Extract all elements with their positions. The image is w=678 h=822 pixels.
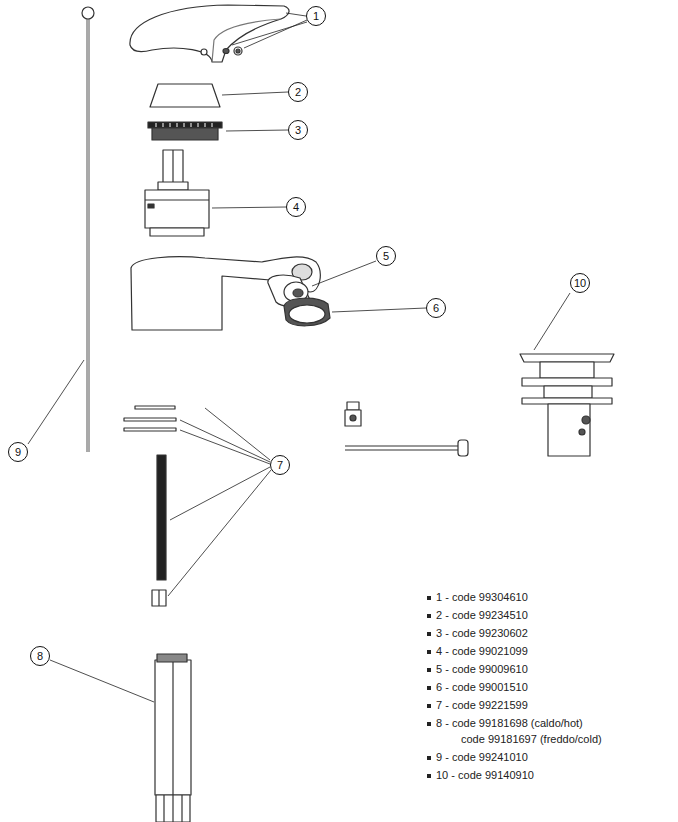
callout-number: 10 xyxy=(574,278,586,289)
list-bullet xyxy=(427,704,431,708)
lever-handle xyxy=(130,5,289,62)
list-bullet xyxy=(427,596,431,600)
part-code: 9 - code 99241010 xyxy=(436,751,528,764)
ring-nut xyxy=(148,122,222,128)
pop-up-waste xyxy=(520,354,614,362)
list-bullet xyxy=(427,668,431,672)
part-code: 10 - code 99140910 xyxy=(436,769,534,782)
callout-circle: 2 xyxy=(288,82,308,102)
list-bullet xyxy=(427,756,431,760)
cap xyxy=(150,84,220,107)
callout-number: 2 xyxy=(295,87,301,98)
callout-circle: 6 xyxy=(426,298,446,318)
callout-number: 4 xyxy=(293,202,299,213)
callout-circle: 10 xyxy=(570,273,590,293)
callout-circle: 9 xyxy=(8,442,28,462)
pivot-nut xyxy=(347,402,359,410)
part-code: 7 - code 99221599 xyxy=(436,699,528,712)
aerator-ring xyxy=(284,298,330,326)
screw-hole xyxy=(201,49,207,55)
part-code: 8 - code 99181698 (caldo/hot) xyxy=(436,717,583,730)
part-code: 6 - code 99001510 xyxy=(436,681,528,694)
part-code: 1 - code 99304610 xyxy=(436,591,528,604)
callout-circle: 3 xyxy=(288,120,308,140)
list-bullet xyxy=(427,774,431,778)
callout-circle: 7 xyxy=(270,455,290,475)
list-bullet xyxy=(427,632,431,636)
list-bullet xyxy=(427,614,431,618)
cartridge xyxy=(163,150,183,184)
part-code: 5 - code 99009610 xyxy=(436,663,528,676)
callout-number: 6 xyxy=(433,303,439,314)
callout-circle: 5 xyxy=(376,246,396,266)
callout-number: 8 xyxy=(37,651,43,662)
callout-circle: 8 xyxy=(30,646,50,666)
list-bullet xyxy=(427,686,431,690)
callout-number: 1 xyxy=(313,11,319,22)
callout-number: 9 xyxy=(15,447,21,458)
callout-number: 3 xyxy=(295,125,301,136)
callout-number: 5 xyxy=(383,251,389,262)
part-code: 4 - code 99021099 xyxy=(436,645,528,658)
part-code: 2 - code 99234510 xyxy=(436,609,528,622)
rod-knob xyxy=(82,7,94,19)
callout-circle: 4 xyxy=(286,197,306,217)
list-bullet xyxy=(427,650,431,654)
callout-number: 7 xyxy=(277,460,283,471)
threaded-stud xyxy=(157,455,166,580)
list-bullet xyxy=(427,722,431,726)
callout-circle: 1 xyxy=(306,6,326,26)
nut xyxy=(152,590,166,606)
part-code: 3 - code 99230602 xyxy=(436,627,528,640)
flex-hose xyxy=(155,660,191,795)
part-code: code 99181697 (freddo/cold) xyxy=(461,733,602,746)
washer xyxy=(135,406,175,409)
